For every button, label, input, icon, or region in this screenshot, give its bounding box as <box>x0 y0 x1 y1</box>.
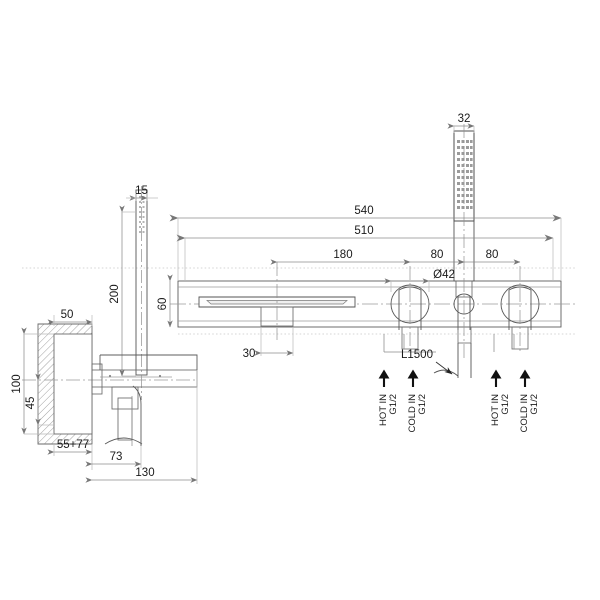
spray-holes <box>457 140 473 209</box>
dim-label-73: 73 <box>110 451 123 463</box>
dim-label-200: 200 <box>109 284 121 303</box>
dim-label-30: 30 <box>243 348 256 360</box>
front-view <box>22 124 578 378</box>
leader-line-l1500 <box>435 361 453 375</box>
dim-label-55-77: 55+77 <box>57 439 89 451</box>
hose-length-annotation: L1500 <box>401 349 453 375</box>
dim-label-45: 45 <box>25 397 37 410</box>
side-view-handshower: 15 200 <box>109 185 158 400</box>
inlet-hot-left: HOT IN G1/2 <box>378 370 399 426</box>
inlet-label-line1: COLD IN <box>519 394 530 433</box>
inlet-label-line1: HOT IN <box>378 394 389 426</box>
inlet-label-line2: G1/2 <box>417 394 428 415</box>
wall-cavity <box>53 333 93 435</box>
inlet-hot-right: HOT IN G1/2 <box>490 370 511 426</box>
dim-label-180: 180 <box>333 249 352 261</box>
dim-label-80-left: 80 <box>431 249 444 261</box>
dim-label-15: 15 <box>135 185 148 197</box>
dim-label-d42: Ø42 <box>433 269 455 281</box>
dim-label-80-right: 80 <box>486 249 499 261</box>
inlet-label-line1: COLD IN <box>407 394 418 433</box>
side-view-section: 50 100 45 55+77 73 130 <box>11 309 198 484</box>
side-mixer-body <box>91 354 198 446</box>
inlet-cold-right: COLD IN G1/2 <box>519 370 540 433</box>
valve-handle-left <box>390 266 430 352</box>
dim-label-510: 510 <box>354 225 373 237</box>
dim-label-60: 60 <box>157 298 169 311</box>
inlet-label-line2: G1/2 <box>388 394 399 415</box>
handshower-head <box>453 124 475 360</box>
dim-label-50: 50 <box>61 309 74 321</box>
side-spray-holes <box>139 196 145 233</box>
construction-lines <box>22 267 575 335</box>
inlet-pipes <box>383 334 515 353</box>
dimensions-top: 540 510 180 80 80 Ø42 32 <box>169 113 562 292</box>
inlet-label-line2: G1/2 <box>500 394 511 415</box>
dim-label-540: 540 <box>354 205 373 217</box>
dimensions-misc: 30 60 <box>157 274 294 360</box>
inlet-annotations: HOT IN G1/2 COLD IN G1/2 HOT IN G1/2 COL… <box>378 370 540 433</box>
dim-label-32: 32 <box>458 113 471 125</box>
valve-handle-right <box>500 266 540 352</box>
annotation-l1500: L1500 <box>401 349 433 361</box>
dim-label-130: 130 <box>135 467 154 479</box>
inlet-cold-left: COLD IN G1/2 <box>407 370 428 433</box>
inlet-label-line2: G1/2 <box>529 394 540 415</box>
dim-label-100: 100 <box>11 374 23 393</box>
inlet-label-line1: HOT IN <box>490 394 501 426</box>
